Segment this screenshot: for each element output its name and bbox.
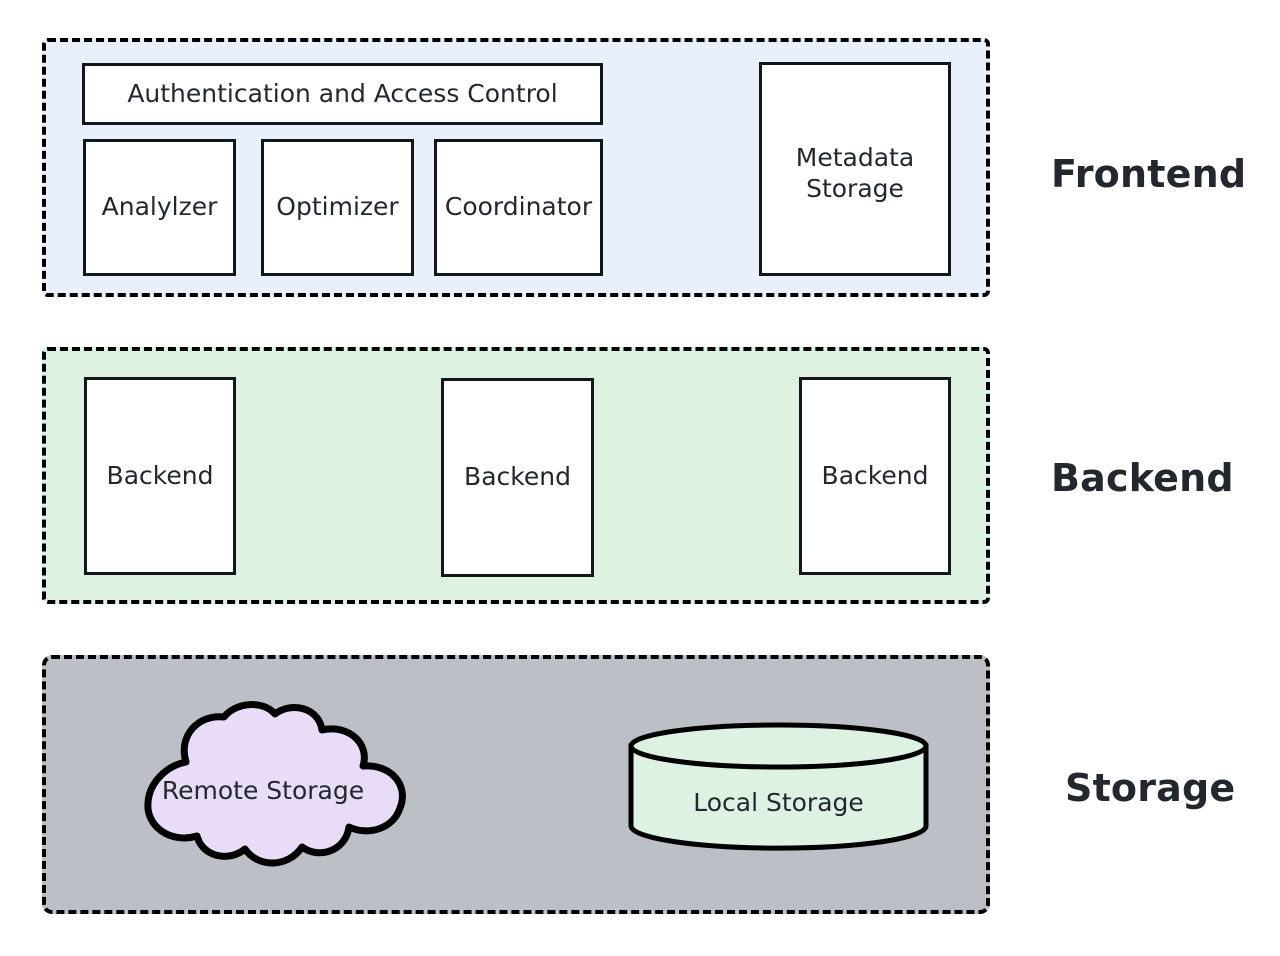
node-label: Backend — [821, 460, 929, 490]
node-label: Coordinator — [444, 192, 593, 222]
node-analyzer[interactable]: Analylzer — [83, 139, 236, 276]
node-label: Backend — [106, 460, 214, 490]
node-label-line2: Storage — [806, 173, 904, 203]
node-coordinator[interactable]: Coordinator — [434, 139, 603, 276]
node-metadata-storage[interactable]: Metadata Storage — [759, 62, 951, 276]
node-label: Analylzer — [101, 192, 218, 222]
node-local-storage[interactable]: Local Storage — [628, 722, 929, 851]
node-remote-storage[interactable]: Remote Storage — [112, 700, 414, 870]
cylinder-icon — [628, 722, 929, 851]
node-label: Authentication and Access Control — [127, 78, 558, 108]
node-label-line1: Metadata — [795, 143, 915, 172]
tier-title-storage: Storage — [1065, 766, 1236, 810]
node-label: Metadata Storage — [796, 143, 914, 204]
node-backend-1[interactable]: Backend — [84, 377, 236, 575]
node-authentication-and-access-control[interactable]: Authentication and Access Control — [82, 63, 603, 125]
node-label: Backend — [464, 462, 571, 492]
tier-title-frontend: Frontend — [1051, 152, 1247, 196]
tier-title-backend: Backend — [1051, 456, 1234, 500]
node-label: Optimizer — [276, 192, 399, 222]
node-optimizer[interactable]: Optimizer — [261, 139, 414, 276]
node-backend-2[interactable]: Backend — [441, 378, 594, 577]
node-backend-3[interactable]: Backend — [799, 377, 951, 575]
cloud-icon — [144, 701, 406, 867]
